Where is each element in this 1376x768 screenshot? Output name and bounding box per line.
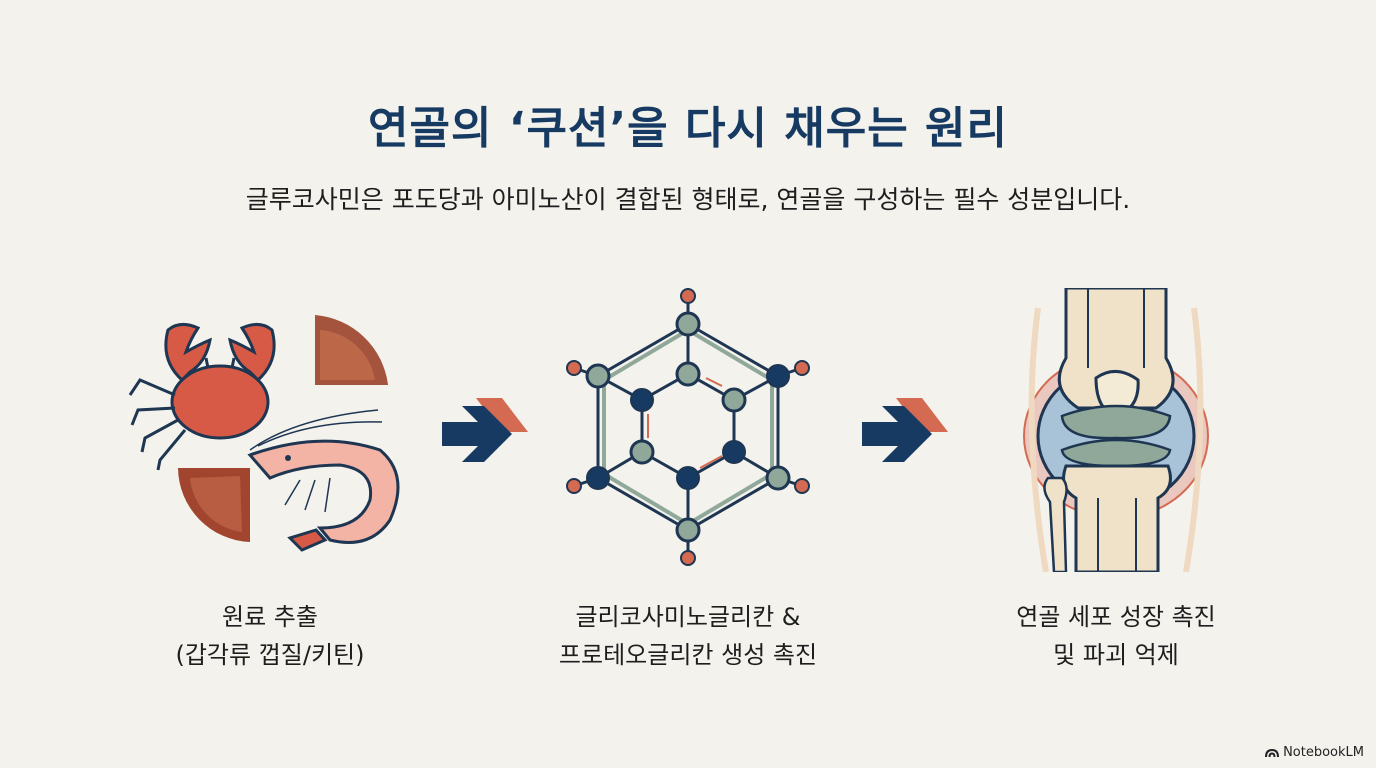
brand-logo: NotebookLM — [1265, 745, 1364, 760]
step1-line1: 원료 추출 — [120, 598, 420, 636]
brand-name: NotebookLM — [1283, 745, 1364, 760]
step2-label: 글리코사미노글리칸 & 프로테오글리칸 생성 촉진 — [528, 598, 848, 674]
step3-line1: 연골 세포 성장 촉진 — [966, 598, 1266, 636]
notebooklm-icon — [1265, 748, 1279, 758]
molecule-icon — [560, 286, 816, 572]
step3-label: 연골 세포 성장 촉진 및 파괴 억제 — [966, 598, 1266, 674]
step1-line2: (갑각류 껍질/키틴) — [120, 636, 420, 674]
page-subtitle: 글루코사민은 포도당과 아미노산이 결합된 형태로, 연골을 구성하는 필수 성… — [0, 180, 1376, 216]
knee-joint-icon — [1018, 288, 1214, 572]
arrow-right-icon — [860, 392, 950, 476]
step2-line1: 글리코사미노글리칸 & — [528, 598, 848, 636]
step2-line2: 프로테오글리칸 생성 촉진 — [528, 636, 848, 674]
step3-line2: 및 파괴 억제 — [966, 636, 1266, 674]
step1-label: 원료 추출 (갑각류 껍질/키틴) — [120, 598, 420, 674]
page-title: 연골의 ‘쿠션’을 다시 채우는 원리 — [0, 92, 1376, 156]
crab-shrimp-icon — [120, 300, 420, 560]
arrow-right-icon — [440, 392, 530, 476]
